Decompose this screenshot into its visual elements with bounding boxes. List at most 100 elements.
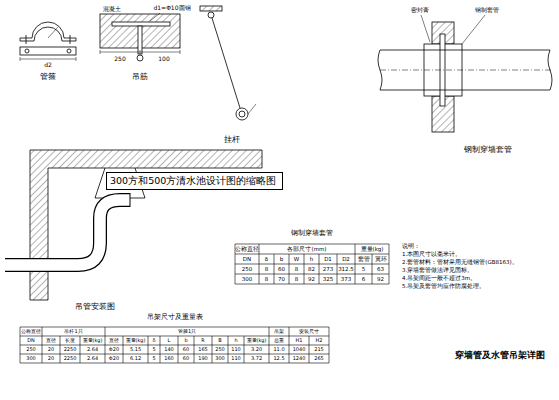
table-rule <box>178 354 179 363</box>
table-rule <box>372 264 373 274</box>
table-rule <box>389 264 390 274</box>
table-rule <box>20 345 329 346</box>
table-rule <box>337 264 338 274</box>
table-rule <box>123 345 124 354</box>
drawing-label: 92 <box>308 276 315 282</box>
drawing-label: 1240 <box>293 356 306 362</box>
drawing-label: b <box>280 256 284 262</box>
pipe-clamp-figure <box>20 47 76 55</box>
drawing-label: 挂杆 <box>224 136 240 145</box>
wall-sleeve-figure <box>378 15 552 132</box>
drawing-label: 说明： <box>402 243 420 249</box>
table-rule <box>148 345 149 354</box>
table-rule <box>20 336 21 345</box>
hanging-rod-figure <box>200 6 256 120</box>
drawing-label: DN <box>243 256 251 262</box>
drawing-label: 5.15 <box>130 347 141 353</box>
table-rule <box>160 336 161 345</box>
pipe-clamp-figure <box>20 22 76 38</box>
drawing-label: 直径 <box>46 338 56 344</box>
drawing-label: 直径 <box>109 338 119 344</box>
drawing-label: 3.穿墙套管做法详见国标。 <box>402 267 473 273</box>
drawing-label: 165 <box>198 347 208 353</box>
table-rule <box>355 254 356 264</box>
table-rule <box>235 254 236 264</box>
drawing-label: 吊架 <box>274 329 284 335</box>
drawing-label: d2 <box>44 62 52 69</box>
pipe-clamp-figure <box>20 35 76 44</box>
drawing-label: 373 <box>341 276 352 282</box>
drawing-label: δ <box>265 256 268 262</box>
drawing-label: 265 <box>314 356 324 362</box>
drawing-label: 重量(kg) <box>361 246 384 252</box>
drawing-label: 3.20 <box>251 347 262 353</box>
table-rule <box>319 254 320 264</box>
table-rule <box>244 354 245 363</box>
table-rule <box>105 345 106 354</box>
drawing-label: 公称直径 <box>235 246 259 252</box>
table-rule <box>105 354 106 363</box>
drawing-label: 11.0 <box>273 347 284 353</box>
drawing-label: 215 <box>314 347 324 353</box>
drawing-label: 3.72 <box>251 356 262 362</box>
table-rule <box>20 354 21 363</box>
table-rule <box>228 345 229 354</box>
drawing-label: 各部尺寸(mm) <box>287 246 326 252</box>
pipe-clamp-figure <box>48 27 58 38</box>
table-rule <box>269 354 270 363</box>
drawing-label: 300 <box>242 276 253 282</box>
hanger-bar-figure <box>138 26 142 54</box>
table-rule <box>235 274 236 284</box>
drawing-label: 长度 <box>65 338 75 344</box>
drawing-label: 吊管安装图 <box>75 303 115 312</box>
drawing-label: 2250 <box>64 347 77 353</box>
drawing-label: d1=Φ10圆钢 <box>153 5 190 12</box>
table-rule <box>389 274 390 284</box>
drawing-label: 5.吊架及套管均应作防腐处理。 <box>402 283 485 289</box>
table-rule <box>105 336 106 345</box>
drawing-label: 吊筋 <box>132 73 148 82</box>
table-rule <box>269 327 270 336</box>
drawing-label: 总重 <box>274 338 284 344</box>
hanging-rod-figure <box>248 104 256 114</box>
drawing-label: h <box>310 256 314 262</box>
table-rule <box>274 274 275 284</box>
drawing-label: h <box>234 338 237 344</box>
table-rule <box>123 336 124 345</box>
table-rule <box>178 345 179 354</box>
table-rule <box>235 254 389 255</box>
table-rule <box>289 254 290 264</box>
drawing-label: 250 <box>215 347 225 353</box>
table-rule <box>20 327 21 336</box>
drawing-label: 吊杆1只 <box>64 329 82 335</box>
table-rule <box>289 345 290 354</box>
table-rule <box>212 336 213 345</box>
drawing-label: 20 <box>48 356 54 362</box>
pipe-clamp-figure <box>20 57 76 61</box>
drawing-label: 100 <box>158 56 169 63</box>
drawing-label: 250 <box>26 347 36 353</box>
drawing-label: 密封膏 <box>411 7 429 14</box>
pipe-installation-figure <box>130 193 131 207</box>
drawing-label: 钢制套管 <box>475 7 499 14</box>
table-rule <box>289 274 290 284</box>
drawing-label: 5 <box>152 347 155 353</box>
table-rule <box>259 274 260 284</box>
drawing-label: 300 <box>215 356 225 362</box>
table-rule <box>194 336 195 345</box>
table-rule <box>235 274 389 275</box>
drawing-label: 4.吊架间距一般不超过3m。 <box>402 275 476 281</box>
hanging-rod-figure <box>208 12 214 18</box>
drawing-label: Φ20 <box>109 356 119 362</box>
drawing-label: 63 <box>377 266 384 272</box>
drawing-title: 穿墙管及水管吊架详图 <box>455 351 545 361</box>
drawing-label: 2.64 <box>87 356 98 362</box>
table-rule <box>20 336 329 337</box>
drawing-label: 70 <box>278 276 285 282</box>
table-rule <box>42 354 43 363</box>
table-rule <box>309 336 310 345</box>
drawing-label: DN <box>27 338 35 344</box>
pipe-installation-figure <box>5 200 130 265</box>
table-rule <box>80 345 81 354</box>
